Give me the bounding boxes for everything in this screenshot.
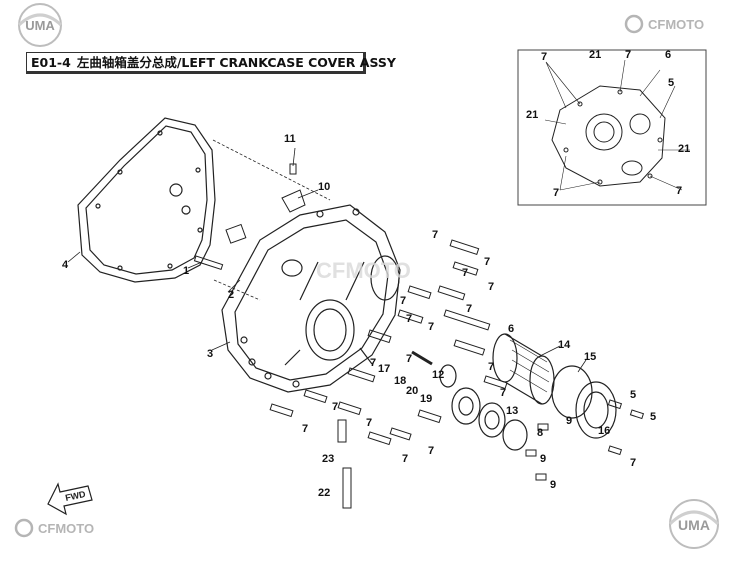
callout-2: 2 <box>228 289 234 301</box>
watermark-text: CFMOTO <box>316 258 411 283</box>
callout-22: 22 <box>318 487 330 499</box>
callout-5a: 5 <box>630 389 636 401</box>
callout-7o: 7 <box>462 267 468 279</box>
callout-7m: 7 <box>428 445 434 457</box>
callout-13: 13 <box>506 405 518 417</box>
callout-14: 14 <box>558 339 571 351</box>
callout-15: 15 <box>584 351 596 363</box>
callout-9c: 9 <box>550 479 556 491</box>
uma-logo-text: UMA <box>25 18 55 33</box>
callout-7i: 7 <box>302 423 308 435</box>
bolt-set <box>193 163 645 481</box>
callout-20: 20 <box>406 385 418 397</box>
callout-7d: 7 <box>400 295 406 307</box>
callout-3: 3 <box>207 348 213 360</box>
inset-detail-view: 7 21 7 6 5 21 21 7 7 <box>517 49 707 206</box>
callout-7k: 7 <box>366 417 372 429</box>
uma-logo-bottom: UMA <box>668 499 720 549</box>
callout-labels: 11 10 1 2 3 4 7 7 7 7 7 7 7 7 7 7 7 7 7 … <box>62 133 656 499</box>
callout-19: 19 <box>420 393 432 405</box>
inset-callout-21b: 21 <box>526 109 538 121</box>
callout-4: 4 <box>62 259 69 271</box>
callout-16: 16 <box>598 425 610 437</box>
callout-12: 12 <box>432 369 444 381</box>
callout-9a: 9 <box>566 415 572 427</box>
callout-7n: 7 <box>432 229 438 241</box>
callout-7b: 7 <box>488 281 494 293</box>
callout-7p: 7 <box>630 457 636 469</box>
diagram-title: E01-4 左曲轴箱盖分总成/LEFT CRANKCASE COVER ASSY <box>26 52 396 74</box>
callout-1: 1 <box>183 265 189 277</box>
uma-logo-top: UMA <box>17 3 63 47</box>
cfmoto-logo-bottom: CFMOTO <box>14 518 94 538</box>
inset-callout-7b: 7 <box>625 49 631 61</box>
inset-callout-6: 6 <box>665 49 671 61</box>
callout-10: 10 <box>318 181 330 193</box>
cfmoto-logo-text: CFMOTO <box>648 17 704 32</box>
callout-7e: 7 <box>428 321 434 333</box>
cfmoto-logo-top: CFMOTO <box>624 14 704 34</box>
fwd-label: FWD <box>64 489 87 503</box>
callout-7r: 7 <box>488 361 494 373</box>
callout-7j: 7 <box>332 401 338 413</box>
callout-18: 18 <box>394 375 406 387</box>
leader-lines <box>67 139 587 373</box>
callout-7f: 7 <box>370 357 376 369</box>
callout-5b: 5 <box>650 411 656 423</box>
cfmoto-logo-bottom-text: CFMOTO <box>38 521 94 536</box>
callout-8: 8 <box>537 427 543 439</box>
crankcase-cover <box>221 204 401 393</box>
callout-7q: 7 <box>406 313 412 325</box>
inset-callout-21a: 21 <box>589 49 601 61</box>
callout-9b: 9 <box>540 453 546 465</box>
callout-6: 6 <box>508 323 514 335</box>
callout-7c: 7 <box>466 303 472 315</box>
diagram-title-text: 左曲轴箱盖分总成/LEFT CRANKCASE COVER ASSY <box>76 55 396 70</box>
bearing-seals <box>411 350 528 451</box>
inset-callout-7a: 7 <box>541 51 547 63</box>
callout-11: 11 <box>284 133 296 145</box>
callout-7l: 7 <box>402 453 408 465</box>
gasket-outline <box>77 117 216 283</box>
callout-7h: 7 <box>500 387 506 399</box>
inset-callout-21c: 21 <box>678 143 690 155</box>
callout-7a: 7 <box>484 256 490 268</box>
inset-callout-5: 5 <box>668 77 674 89</box>
dowel-pins <box>337 419 352 509</box>
callout-23: 23 <box>322 453 334 465</box>
callout-7g: 7 <box>406 353 412 365</box>
fwd-arrow: FWD <box>47 482 93 516</box>
callout-17: 17 <box>378 363 390 375</box>
inset-callout-7c: 7 <box>553 187 559 199</box>
filter-cap <box>551 365 617 439</box>
uma-logo-bottom-text: UMA <box>678 517 710 533</box>
inset-callout-7d: 7 <box>676 185 682 197</box>
diagram-code: E01-4 <box>31 55 71 70</box>
